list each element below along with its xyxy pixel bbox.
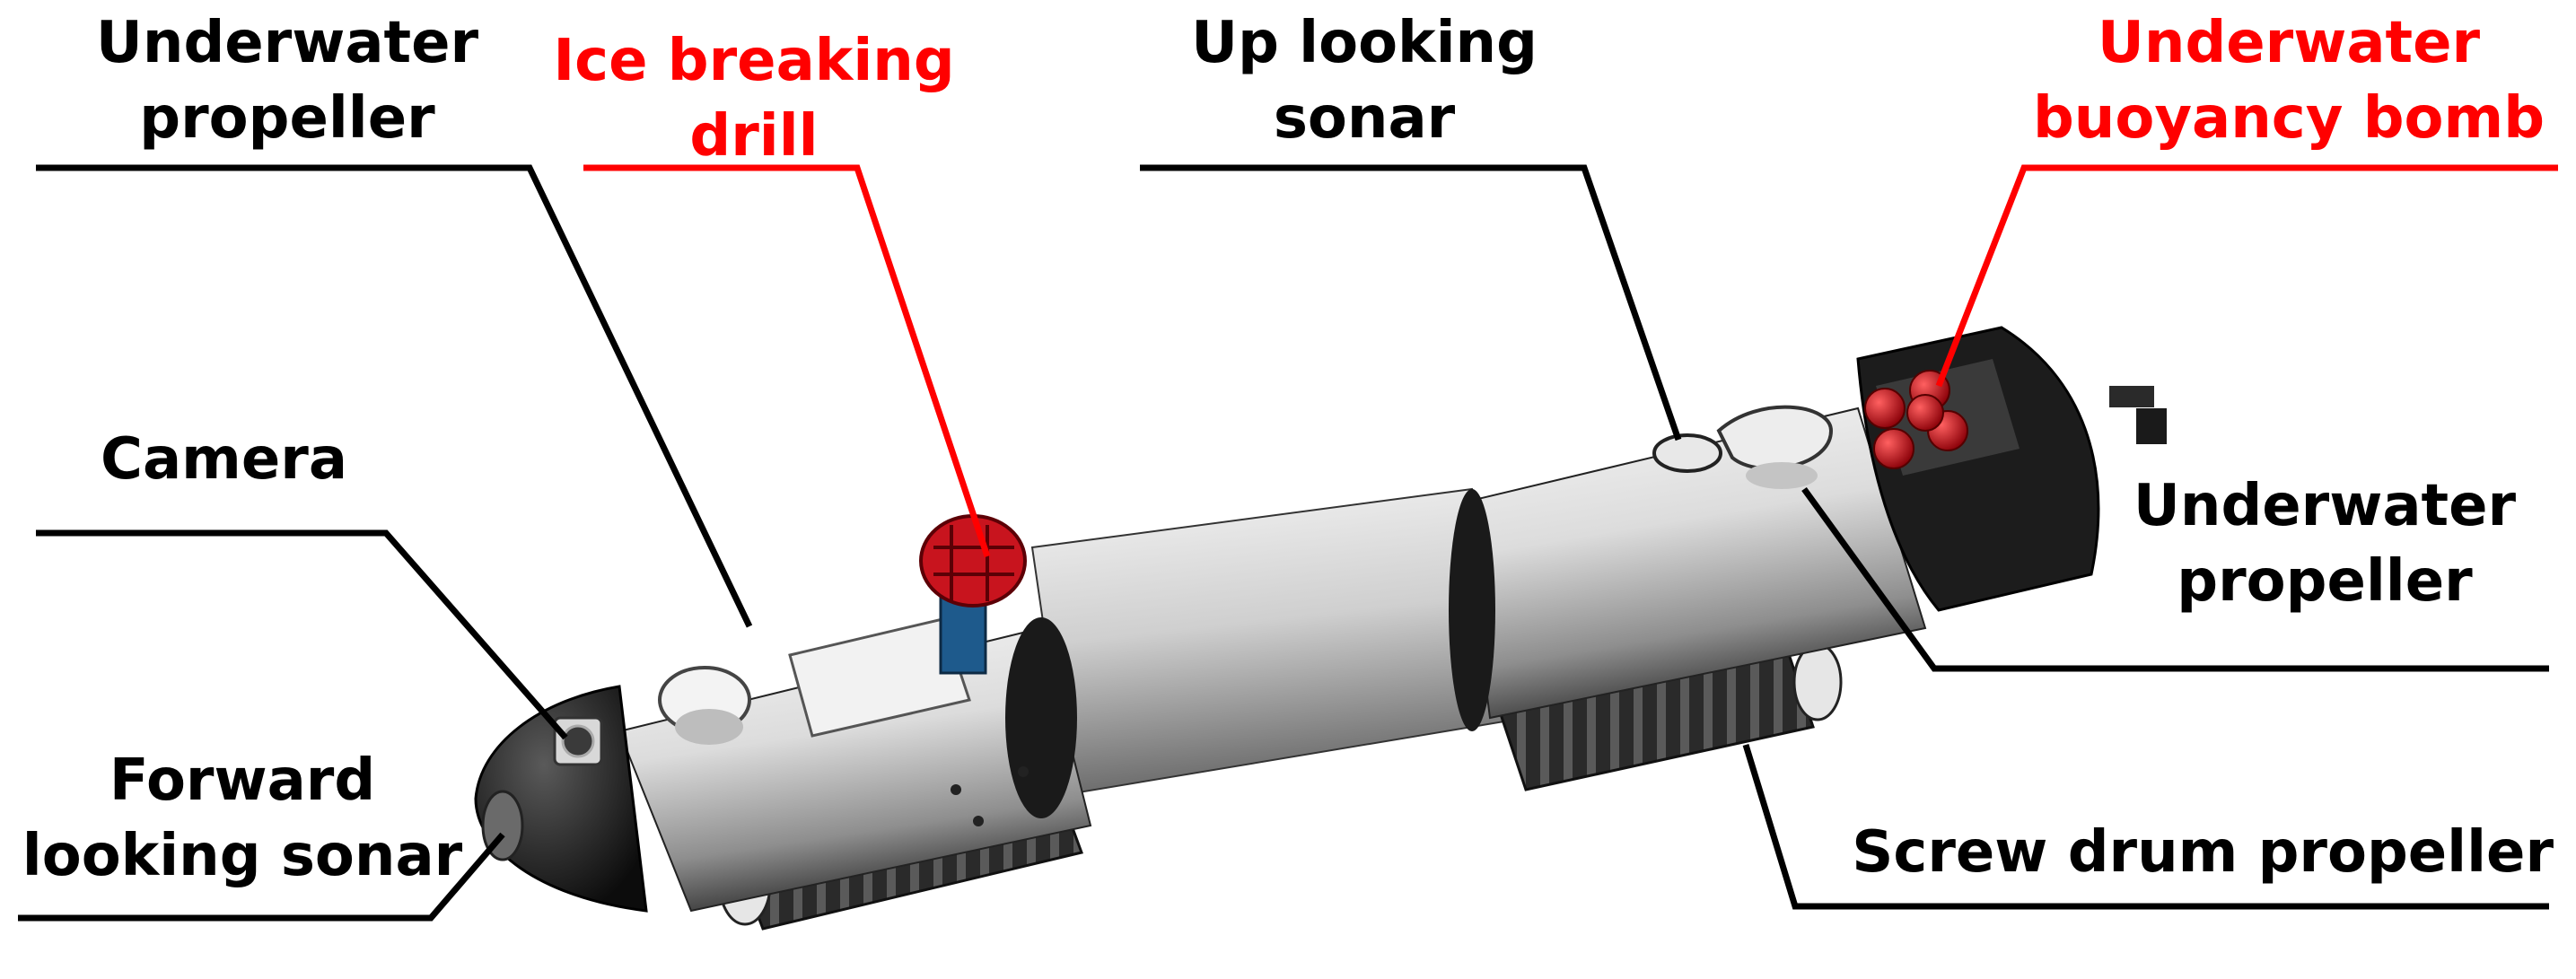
label-line: Underwater [2133,473,2517,539]
buoyancy-bomb-icon [1864,370,1968,469]
label-line: Up looking [1191,10,1538,76]
label-up-looking-sonar: Up looking sonar [1131,5,1598,156]
label-line: Underwater [2097,10,2481,76]
label-ice-breaking-drill: Ice breaking drill [539,23,969,174]
ice-drill-icon [919,514,1027,675]
label-forward-looking-sonar: Forward looking sonar [9,743,476,894]
leader-underwater-buoyancy-bomb [1935,164,2558,388]
leader-up-looking-sonar [1140,164,1682,441]
label-underwater-buoyancy-bomb: Underwater buoyancy bomb [2011,5,2567,156]
label-line: buoyancy bomb [2032,85,2545,152]
label-underwater-propeller-left: Underwater propeller [36,5,539,156]
label-line: Forward [109,747,376,814]
label-screw-drum-propeller: Screw drum propeller [1795,815,2554,890]
front-hull [618,617,1092,913]
leader-ice-breaking-drill [583,164,991,558]
leader-underwater-propeller-left [36,164,753,628]
leader-forward-looking-sonar [18,832,505,922]
label-line: Screw drum propeller [1852,819,2554,886]
rear-hull [1449,405,1927,731]
label-line: propeller [139,85,435,152]
nose-cone [474,685,648,913]
label-camera: Camera [101,422,347,497]
label-line: Camera [101,426,347,493]
leader-underwater-propeller-right [1801,486,2549,672]
leader-screw-drum-propeller [1742,743,2549,910]
label-line: drill [689,103,819,170]
label-line: looking sonar [22,823,463,889]
label-line: propeller [2177,548,2473,615]
label-line: Ice breaking [553,28,955,94]
label-underwater-propeller-right: Underwater propeller [2091,468,2558,619]
label-line: Underwater [95,10,479,76]
label-line: sonar [1273,85,1456,152]
leader-camera [36,529,568,740]
